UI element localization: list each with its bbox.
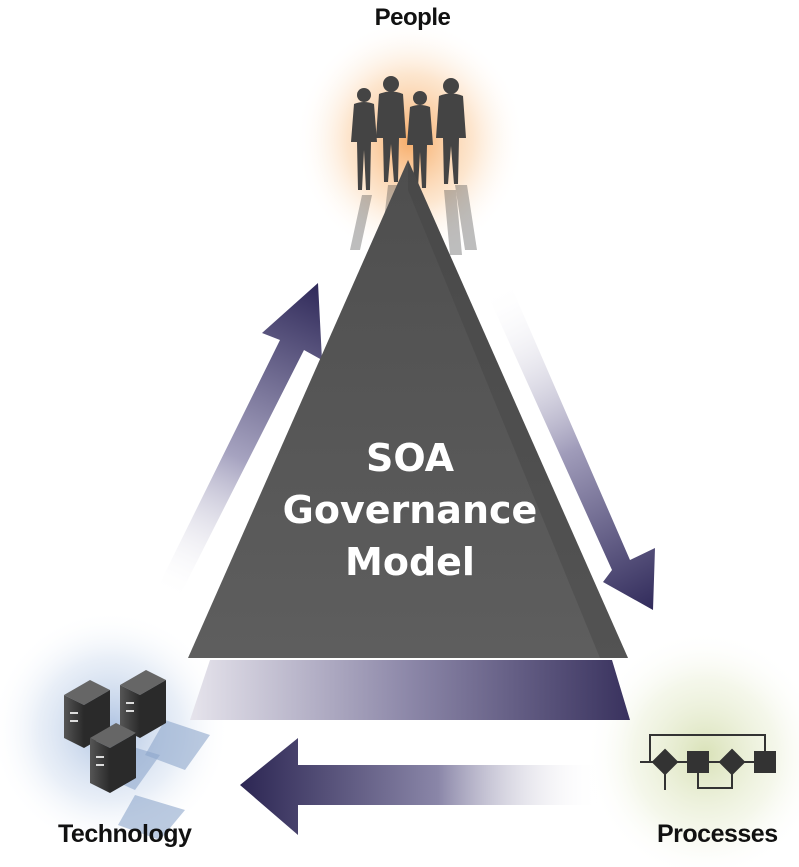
people-label: People [374,4,451,31]
server-towers-icon [64,670,210,840]
model-title-line1: SOA [365,436,455,480]
governance-pyramid [188,160,628,658]
model-title: SOA Governance Model [260,432,560,588]
model-title-line2: Governance [282,488,538,532]
technology-label: Technology [58,820,192,848]
arrow-processes-to-technology [240,738,600,835]
people-silhouettes-icon [350,76,477,255]
model-title-line3: Model [345,540,475,584]
process-flowchart-icon [640,734,776,790]
arrow-technology-to-people [158,283,322,603]
processes-label: Processes [657,820,778,848]
processes-glow [585,630,799,867]
arrow-people-to-processes [490,286,655,610]
pyramid-base [190,660,630,720]
